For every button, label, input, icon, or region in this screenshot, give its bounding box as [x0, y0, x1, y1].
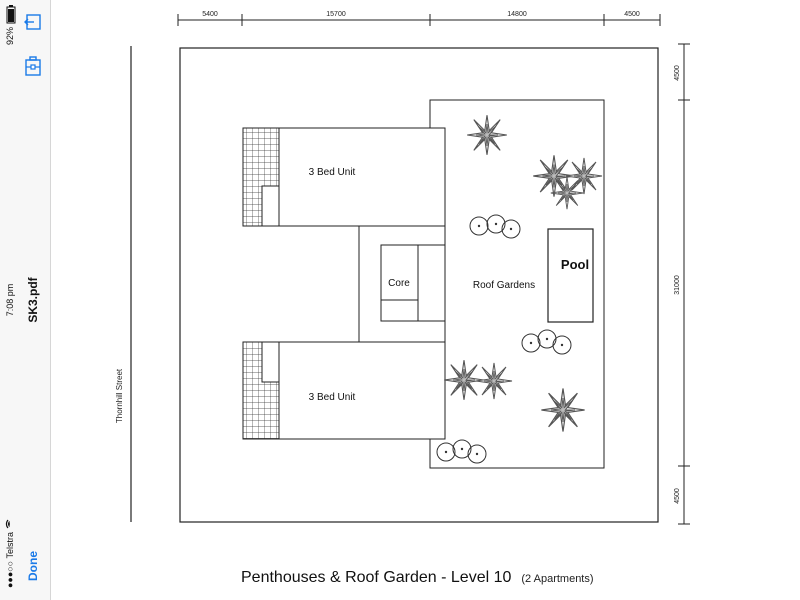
floor-plan: 5400 15700 14800 4500 4500 31000 4500 Th…	[115, 11, 690, 525]
battery-icon	[6, 5, 16, 24]
dim-top-1: 5400	[202, 11, 218, 18]
unit-top-label: 3 Bed Unit	[309, 167, 356, 178]
document-title: SK3.pdf	[26, 277, 40, 323]
carrier-label: ●●●○○ Telstra	[5, 531, 15, 589]
pool	[547, 228, 594, 323]
wifi-icon	[5, 519, 11, 529]
dim-top-3: 14800	[507, 11, 527, 18]
pdf-page: 5400 15700 14800 4500 4500 31000 4500 Th…	[51, 0, 800, 600]
dim-right-3: 4500	[674, 488, 681, 504]
top-dimension-line: 5400 15700 14800 4500	[177, 11, 661, 26]
core-room	[380, 244, 446, 322]
dim-right-1: 4500	[674, 65, 681, 81]
back-arrow-icon[interactable]	[23, 12, 43, 32]
street-label: Thornhill Street	[115, 368, 124, 423]
viewer-toolbar: 92% 7:08 pm SK3.pdf ●●●○○ Telstra Done	[0, 0, 51, 600]
dim-right-2: 31000	[674, 275, 681, 295]
dim-top-4: 4500	[624, 11, 640, 18]
unit-bottom-label: 3 Bed Unit	[309, 392, 356, 403]
caption-title: Penthouses & Roof Garden - Level 10	[241, 569, 512, 586]
dim-top-2: 15700	[326, 11, 346, 18]
caption-subtitle: (2 Apartments)	[521, 573, 594, 585]
status-time: 7:08 pm	[5, 283, 15, 317]
plan-caption: Penthouses & Roof Garden - Level 10 (2 Ap…	[241, 569, 594, 587]
battery-percent: 92%	[5, 26, 15, 46]
roof-gardens-label: Roof Gardens	[473, 280, 535, 291]
core-label: Core	[388, 278, 410, 289]
briefcase-icon[interactable]	[23, 55, 43, 77]
pool-label: Pool	[561, 257, 589, 272]
done-button[interactable]: Done	[26, 551, 40, 581]
site-boundary	[179, 47, 659, 523]
right-dimension-line: 4500 31000 4500	[674, 43, 690, 525]
